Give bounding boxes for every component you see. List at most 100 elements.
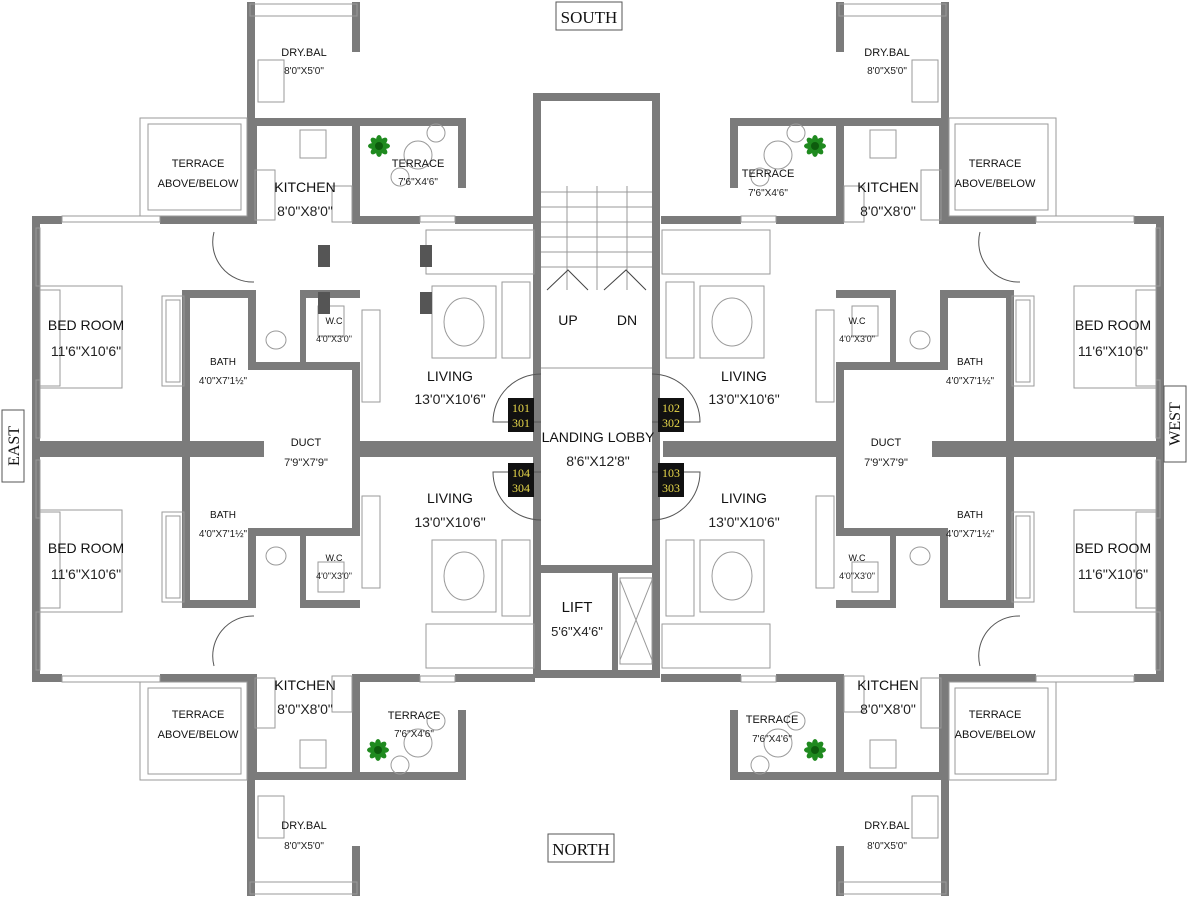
wc-sw-name: W.C bbox=[326, 553, 343, 563]
terrace-ab-nw-l2: ABOVE/BELOW bbox=[158, 178, 239, 190]
living-top-wall bbox=[776, 674, 836, 682]
fridge bbox=[331, 675, 353, 713]
kitchen-top-wall bbox=[836, 118, 949, 126]
bedroom-top-wall bbox=[941, 674, 1036, 682]
terrace-right-wall bbox=[458, 710, 466, 780]
drybal-left-wall bbox=[247, 2, 255, 128]
washing-machine bbox=[911, 795, 939, 839]
tv-unit bbox=[361, 309, 381, 403]
window-west-a bbox=[1155, 227, 1161, 287]
bedroom-ne-size: 11'6"X10'6" bbox=[1078, 343, 1148, 359]
terrace-chair bbox=[390, 167, 410, 187]
rug bbox=[431, 285, 497, 359]
middle-wall-b bbox=[182, 441, 264, 449]
terrace-table bbox=[403, 728, 433, 758]
living-top-wall-b bbox=[661, 674, 741, 682]
living-top-wall bbox=[360, 216, 420, 224]
plant-center bbox=[375, 142, 383, 150]
bedroom-nw-size: 11'6"X10'6" bbox=[51, 343, 121, 359]
flat-tag-ne-a: 102 bbox=[662, 401, 680, 415]
drybal-railing bbox=[838, 881, 947, 895]
wc-ne-size: 4'0"X3'0" bbox=[839, 334, 875, 344]
bath-ne-size: 4'0"X7'1½" bbox=[946, 376, 995, 387]
bed-headboard bbox=[1135, 289, 1157, 387]
washing-machine bbox=[911, 59, 939, 103]
window-top-living bbox=[419, 675, 456, 683]
terrace-ab-inner bbox=[954, 123, 1049, 211]
bath-sw-size: 4'0"X7'1½" bbox=[199, 529, 248, 540]
bath-wall-left bbox=[182, 450, 190, 608]
wc-top-wall bbox=[836, 290, 896, 298]
kitchen-stove bbox=[254, 169, 276, 221]
rug bbox=[699, 285, 765, 359]
terrace-top-wall bbox=[360, 118, 464, 126]
core-wall-left bbox=[533, 93, 541, 678]
labels: SOUTH NORTH EAST WEST LANDING LOBBY 8'6"… bbox=[1, 1, 1187, 863]
wardrobe-inner bbox=[165, 299, 181, 383]
living-top-wall-b bbox=[455, 216, 535, 224]
kitchen-left-wall bbox=[939, 674, 949, 780]
plant-center bbox=[811, 746, 819, 754]
terrace-ab-sw-l2: ABOVE/BELOW bbox=[158, 729, 239, 741]
east-label: EAST bbox=[6, 426, 23, 466]
rug bbox=[431, 539, 497, 613]
window-west-b bbox=[35, 379, 41, 439]
drybal-nw-name: DRY.BAL bbox=[281, 47, 326, 59]
terrace-sw-name: TERRACE bbox=[388, 710, 441, 722]
column bbox=[318, 292, 330, 314]
bath-ne-name: BATH bbox=[957, 357, 983, 368]
terrace-ab-ne-l1: TERRACE bbox=[969, 158, 1022, 170]
plant-center bbox=[374, 746, 382, 754]
bath-nw-size: 4'0"X7'1½" bbox=[199, 376, 248, 387]
window-west-b bbox=[1155, 379, 1161, 439]
stair-down-label: DN bbox=[617, 312, 637, 328]
bath-se-name: BATH bbox=[957, 510, 983, 521]
middle-wall-b bbox=[182, 449, 264, 457]
fridge bbox=[843, 185, 865, 223]
bath-wall-left bbox=[1006, 290, 1014, 448]
living-ne-size: 13'0"X10'6" bbox=[708, 391, 779, 407]
lift-size: 5'6"X4'6" bbox=[551, 624, 603, 639]
washing-machine bbox=[257, 795, 285, 839]
terrace-top-wall bbox=[732, 118, 836, 126]
wc-left-wall bbox=[890, 536, 896, 608]
middle-wall-c bbox=[360, 441, 533, 449]
drybal-left-wall bbox=[941, 2, 949, 128]
terrace-ne-name: TERRACE bbox=[742, 168, 795, 180]
terrace-ab-sw-l1: TERRACE bbox=[172, 709, 225, 721]
wc-pan bbox=[851, 561, 879, 593]
middle-wall bbox=[1014, 449, 1164, 457]
terrace-sw-size: 7'6"X4'6" bbox=[394, 729, 434, 740]
terrace-ab-outline bbox=[139, 117, 248, 217]
bath-wall-left bbox=[1006, 450, 1014, 608]
window-top-living bbox=[740, 675, 777, 683]
outer-wall-west bbox=[1156, 216, 1164, 449]
sofa bbox=[425, 623, 535, 669]
terrace-chair bbox=[750, 167, 770, 187]
wc-left-wall bbox=[890, 290, 896, 362]
living-top-wall bbox=[360, 674, 420, 682]
wc-nw-size: 4'0"X3'0" bbox=[316, 334, 352, 344]
terrace-ab-inner bbox=[954, 687, 1049, 775]
terrace-chair bbox=[426, 123, 446, 143]
bedroom-sw-size: 11'6"X10'6" bbox=[51, 566, 121, 582]
duct-wall-right bbox=[352, 449, 360, 536]
tv-unit bbox=[815, 495, 835, 589]
terrace-ab-se-l2: ABOVE/BELOW bbox=[955, 729, 1036, 741]
sofa bbox=[425, 229, 535, 275]
stair-up-label: UP bbox=[558, 312, 577, 328]
living-top-wall bbox=[776, 216, 836, 224]
fridge bbox=[331, 185, 353, 223]
flat-tag-nw bbox=[508, 398, 534, 432]
outer-wall-top-corner bbox=[32, 674, 62, 682]
kitchen-stove bbox=[920, 677, 942, 729]
bath-top-wall bbox=[944, 290, 1014, 298]
drybal-ne-name: DRY.BAL bbox=[864, 47, 909, 59]
terrace-nw-name: TERRACE bbox=[392, 158, 445, 170]
window-west-b bbox=[35, 459, 41, 519]
door-ne-main bbox=[651, 373, 701, 423]
wc-pan bbox=[317, 305, 345, 337]
wc-pan bbox=[317, 561, 345, 593]
sofa bbox=[661, 229, 771, 275]
door-swing bbox=[212, 615, 255, 667]
